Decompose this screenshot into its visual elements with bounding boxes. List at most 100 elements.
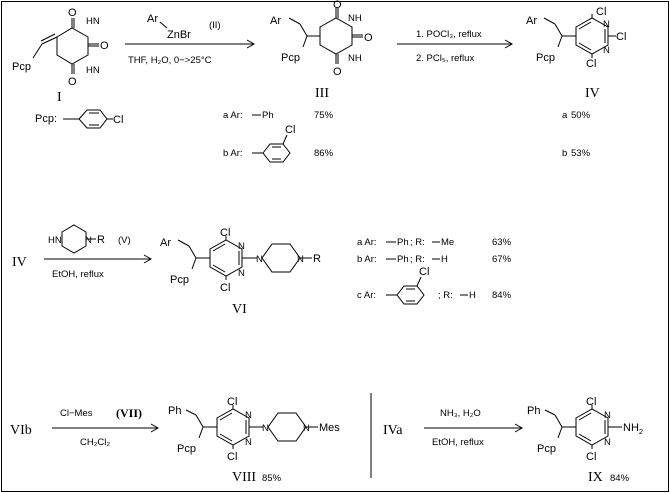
nitrogen-label: N <box>245 410 252 421</box>
chlorine-label: Cl <box>419 266 429 278</box>
start-compound-IV: IV <box>12 255 27 270</box>
yield-key-b: b Ar: <box>357 254 377 265</box>
conditions-5: EtOH, reflux <box>432 437 484 448</box>
chlorine-label: Cl <box>596 6 606 18</box>
oxygen-label: O <box>333 0 342 11</box>
reaction-arrow-1: Ar ZnBr (II) THF, H₂O, 0−>25°C <box>125 13 256 66</box>
yield-value-a: 75% <box>314 110 334 121</box>
ph-label: Ph <box>527 405 540 417</box>
pcp-label: Pcp <box>281 52 300 64</box>
nh-label: HN <box>86 65 100 76</box>
oxygen-label: O <box>68 76 77 88</box>
yield-value-b: 86% <box>314 148 334 159</box>
reagent-cl-mes: Cl−Mes <box>60 408 93 419</box>
oxygen-label: O <box>333 66 342 78</box>
hn-label: HN <box>48 235 62 246</box>
nh-label: HN <box>86 16 100 27</box>
pcp-label: Pcp <box>537 443 556 455</box>
reagent-label-VII: (VII) <box>116 406 142 420</box>
pcp-label: Pcp <box>177 443 196 455</box>
nitrogen-label: N <box>238 241 245 252</box>
nitrogen-label: N <box>604 437 611 448</box>
conditions-3: EtOH, reflux <box>52 269 104 280</box>
yield-rlabel-b: ; R: <box>410 254 425 265</box>
nitrogen-label: N <box>256 254 263 265</box>
pcp-label: Pcp <box>536 52 555 64</box>
compound-label-III: III <box>315 86 329 101</box>
ph-label: Ph <box>168 405 181 417</box>
yields-III: a Ar: Ph 75% b Ar: Cl 86% <box>223 110 334 163</box>
chlorine-label: Cl <box>227 396 237 408</box>
conditions-2a: 1. POCl₃, reflux <box>416 29 482 40</box>
compound-label-IX: IX <box>588 470 603 485</box>
conditions-1: THF, H₂O, 0−>25°C <box>128 55 212 66</box>
compound-IV: Ar Pcp Cl Cl Cl N N IV <box>526 6 626 101</box>
yield-value-c: 84% <box>492 290 512 301</box>
oxygen-label: O <box>100 40 109 52</box>
yield-IX: 84% <box>610 473 630 484</box>
reagent-znbr: ZnBr <box>167 29 191 41</box>
yield-key-a: a <box>562 110 568 121</box>
compound-label-VIII: VIII <box>232 470 256 485</box>
yields-VI: a Ar: Ph ; R: Me 63% b Ar: Ph ; R: H 67%… <box>357 237 512 305</box>
reagent-ar: Ar <box>147 13 158 25</box>
compound-label-IV: IV <box>585 86 600 101</box>
pcp-definition-label: Pcp: <box>35 113 57 125</box>
reaction-arrow-2: 1. POCl₃, reflux 2. PCl₅, reflux <box>397 29 514 64</box>
nitrogen-label: N <box>603 19 610 30</box>
pcp-definition: Pcp: Cl <box>35 109 123 129</box>
solvent-4: CH₂Cl₂ <box>80 437 110 448</box>
nitrogen-label: N <box>238 268 245 279</box>
nitrogen-label: N <box>603 45 610 56</box>
yield-value-a: 50% <box>571 110 591 121</box>
chlorine-label: Cl <box>227 451 237 463</box>
yield-group-a: Ph <box>262 110 274 121</box>
yield-key-c: c Ar: <box>357 290 376 301</box>
reagent-label-V: (V) <box>118 235 131 246</box>
yield-value-b: 67% <box>492 254 512 265</box>
compound-label-VI: VI <box>232 302 247 317</box>
reaction-arrow-5: IVa NH₃, H₂O EtOH, reflux <box>383 408 524 448</box>
chlorine-label: Cl <box>586 396 596 408</box>
nh-label: NH <box>348 13 362 24</box>
reagent-label-II: (II) <box>209 20 221 31</box>
yield-value-a: 63% <box>492 237 512 248</box>
conditions-2b: 2. PCl₅, reflux <box>416 53 474 64</box>
reaction-arrow-3: IV HN N R (V) EtOH, reflux <box>12 224 153 280</box>
oxygen-label: O <box>364 32 373 44</box>
ar-label: Ar <box>270 15 281 27</box>
yield-key-a: a Ar: <box>357 237 377 248</box>
yield-group-a: Ph <box>397 237 409 248</box>
oxygen-label: O <box>68 7 77 19</box>
yield-r-b: H <box>441 254 448 265</box>
compound-III: Ar Pcp O O O NH NH III <box>270 0 373 101</box>
compound-I: O O O HN HN Pcp I <box>12 7 109 105</box>
ar-label: Ar <box>160 237 171 249</box>
nh-label: NH <box>348 53 362 64</box>
chlorine-label: Cl <box>616 31 626 43</box>
yield-r-a: Me <box>441 237 454 248</box>
chlorine-label: Cl <box>220 227 230 239</box>
reaction-arrow-4: VIb Cl−Mes (VII) CH₂Cl₂ <box>10 406 160 448</box>
nh2-label: NH2 <box>623 422 643 436</box>
nitrogen-label: N <box>262 423 269 434</box>
compound-IX: Ph Pcp Cl Cl N N NH2 IX 84% <box>527 396 643 485</box>
start-compound-IVa: IVa <box>383 423 403 438</box>
r-label: R <box>97 234 105 246</box>
nitrogen-label: N <box>85 235 92 246</box>
nitrogen-label: N <box>604 410 611 421</box>
yield-key-b: b <box>562 148 567 159</box>
chlorine-label: Cl <box>220 282 230 294</box>
yield-r-c: H <box>469 290 476 301</box>
pcp-label: Pcp <box>170 274 189 286</box>
start-compound-VIb: VIb <box>10 423 32 438</box>
yield-key-b: b Ar: <box>223 148 243 159</box>
nitrogen-label: N <box>245 437 252 448</box>
chlorine-label: Cl <box>586 451 596 463</box>
yield-rlabel-a: ; R: <box>410 237 425 248</box>
yield-group-b: Ph <box>397 254 409 265</box>
compound-label-I: I <box>57 90 62 105</box>
r-label: R <box>313 253 321 265</box>
nitrogen-label: N <box>297 254 304 265</box>
